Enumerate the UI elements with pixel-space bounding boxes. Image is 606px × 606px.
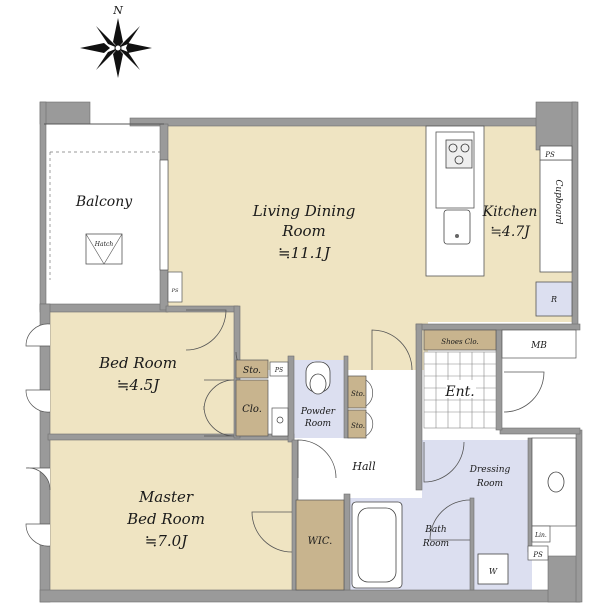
mb-box	[501, 329, 577, 359]
balcony-area	[44, 124, 164, 304]
powder-details: Powder Room	[271, 361, 336, 437]
washbasin	[547, 471, 565, 493]
lin-label: Lin.	[534, 532, 547, 539]
bedroom-size: ≒4.5J	[117, 376, 160, 394]
master-details: WIC. Master Bed Room ≒7.0J	[25, 467, 345, 591]
bath-label: Bath	[424, 525, 446, 535]
master-floor	[50, 440, 294, 592]
kitchen-label: Kitchen	[482, 204, 538, 220]
wall-ne	[535, 101, 577, 151]
ps-bottom-label: PS	[532, 551, 543, 559]
north-label: N	[112, 4, 123, 17]
door-entrance	[503, 371, 545, 413]
balcony-details: Hatch Balcony PS	[44, 123, 183, 303]
door-dressing	[423, 441, 465, 483]
closet-label: Clo.	[242, 404, 262, 415]
wall-nw	[39, 101, 91, 125]
wic-label: WIC.	[308, 536, 333, 547]
entrance-label: Ent.	[444, 384, 474, 400]
cupboard	[539, 159, 573, 273]
bedroom-label: Bed Room	[98, 354, 177, 372]
kitchen-size: ≒4.7J	[490, 224, 531, 240]
wall-east-upper	[571, 101, 579, 329]
bath-label-2: Room	[422, 539, 449, 549]
wet-area-details: Dressing Room Bath Room W Lin. PS	[351, 437, 577, 589]
door-bath	[429, 499, 471, 541]
shoes-label: Shoes Clo.	[441, 338, 478, 346]
shoes-closet	[423, 329, 497, 351]
wall-south	[39, 589, 581, 603]
door-master	[251, 511, 293, 553]
living-size: ≒11.1J	[278, 244, 331, 262]
mb-label: MB	[530, 341, 547, 351]
powder-label-2: Room	[304, 419, 331, 429]
fridge-label: R	[550, 295, 557, 304]
sto-a-label: Sto.	[351, 390, 365, 398]
sink	[443, 209, 471, 245]
bed-ps-label: PS	[274, 367, 283, 374]
entrance-details: Shoes Clo. Ent. MB	[423, 329, 577, 429]
powder-label: Powder	[300, 407, 336, 417]
bed-sto-label: Sto.	[243, 366, 261, 376]
master-size: ≒7.0J	[145, 532, 188, 550]
washer-space	[477, 553, 509, 585]
storage-details: Sto. Sto.	[347, 375, 374, 439]
balcony-label: Balcony	[75, 194, 133, 210]
ps-balcony-label: PS	[171, 288, 179, 294]
wall-north	[129, 117, 541, 127]
master-label-2: Bed Room	[126, 510, 205, 528]
washer-label: W	[489, 567, 498, 576]
bedroom-details: Clo. Sto. PS Bed Room ≒4.5J	[25, 323, 289, 437]
wall-west	[39, 303, 51, 603]
fridge	[535, 281, 573, 317]
wall-se	[547, 555, 581, 603]
living-label-2: Room	[281, 222, 326, 240]
kitchen-details: Cupboard PS R Kitchen ≒4.7J	[425, 125, 573, 317]
compass-rose: N	[80, 4, 152, 78]
dressing-label-2: Room	[476, 479, 503, 489]
door-living	[371, 329, 413, 371]
ps-kitchen-label: PS	[544, 151, 555, 159]
sto-b-label: Sto.	[351, 422, 365, 430]
living-label: Living Dining	[252, 202, 356, 220]
bedroom-floor	[50, 312, 236, 436]
door-powder	[297, 439, 337, 479]
dressing-label: Dressing	[469, 465, 511, 475]
hall-label: Hall	[351, 460, 376, 473]
master-label: Master	[138, 488, 194, 506]
wic	[295, 499, 345, 591]
doors	[185, 309, 545, 553]
door-bedroom	[185, 309, 227, 351]
bedroom-closet	[235, 379, 269, 437]
hatch-label: Hatch	[94, 241, 114, 248]
cupboard-label: Cupboard	[553, 179, 563, 224]
